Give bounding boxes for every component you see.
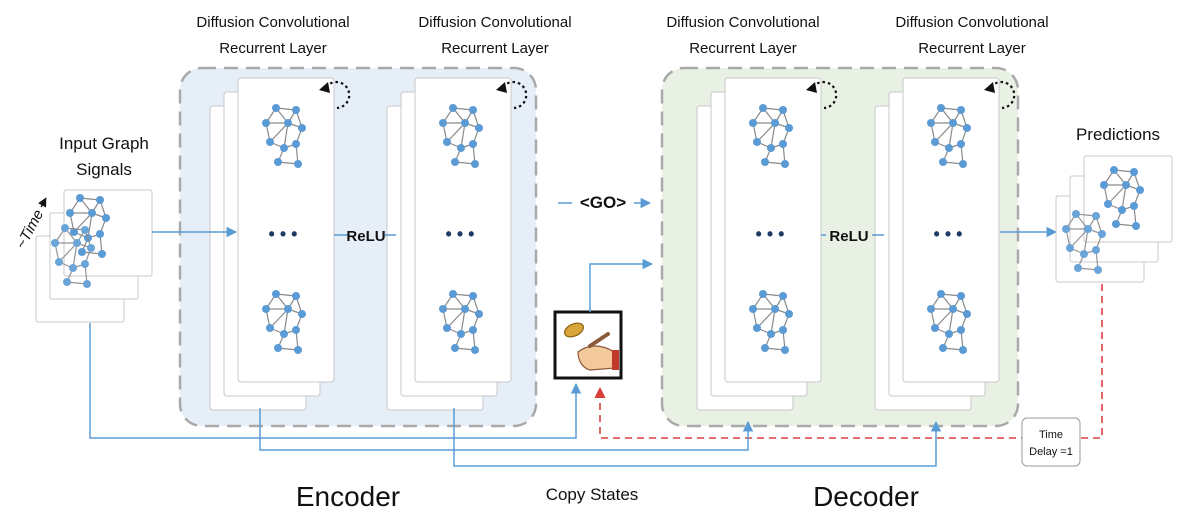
input-to-sampler-arrow: [89, 323, 582, 439]
relu-label-decoder: ReLU: [829, 228, 868, 245]
decoder-layer-1-stack: [697, 78, 821, 410]
time-delay-feedback-arrow: [594, 284, 1103, 439]
decoder-layer-2-stack: [875, 78, 999, 410]
input-label-line2: Signals: [76, 160, 132, 179]
input-graph-stack: [35, 189, 153, 323]
decoder-label: Decoder: [813, 481, 919, 512]
input-label: Input Graph: [59, 134, 149, 153]
layer-title-4: Diffusion Convolutional: [895, 14, 1048, 31]
relu-label-encoder: ReLU: [346, 228, 385, 245]
layer-subtitle-1: Recurrent Layer: [219, 40, 327, 57]
predictions-label: Predictions: [1076, 125, 1160, 144]
copy-state-arrow-2: [453, 408, 942, 467]
layer-title-3: Diffusion Convolutional: [666, 14, 819, 31]
encoder-layer-2-stack: [387, 78, 511, 410]
copy-states-label: Copy States: [546, 485, 639, 504]
svg-text:Time: Time: [1039, 429, 1063, 441]
layer-ellipsis: • • •: [269, 224, 298, 244]
coin-flip-hand-icon: [553, 310, 623, 380]
encoder-layer-1-stack: [210, 78, 334, 410]
encoder-label: Encoder: [296, 481, 400, 512]
go-token-label: <GO>: [580, 193, 626, 212]
copy-state-arrow-1: [259, 408, 754, 451]
layer-subtitle-4: Recurrent Layer: [918, 40, 1026, 57]
sampler-to-decoder-arrow: [589, 258, 654, 312]
layer-ellipsis: • • •: [756, 224, 785, 244]
layer-ellipsis: • • •: [934, 224, 963, 244]
layer-title-1: Diffusion Convolutional: [196, 14, 349, 31]
predictions-graph-stack: [1055, 155, 1173, 283]
layer-subtitle-2: Recurrent Layer: [441, 40, 549, 57]
svg-text:Delay =1: Delay =1: [1029, 446, 1073, 458]
layer-subtitle-3: Recurrent Layer: [689, 40, 797, 57]
layer-title-2: Diffusion Convolutional: [418, 14, 571, 31]
time-delay-box: Time Delay =1: [1021, 417, 1081, 467]
layer-ellipsis: • • •: [446, 224, 475, 244]
